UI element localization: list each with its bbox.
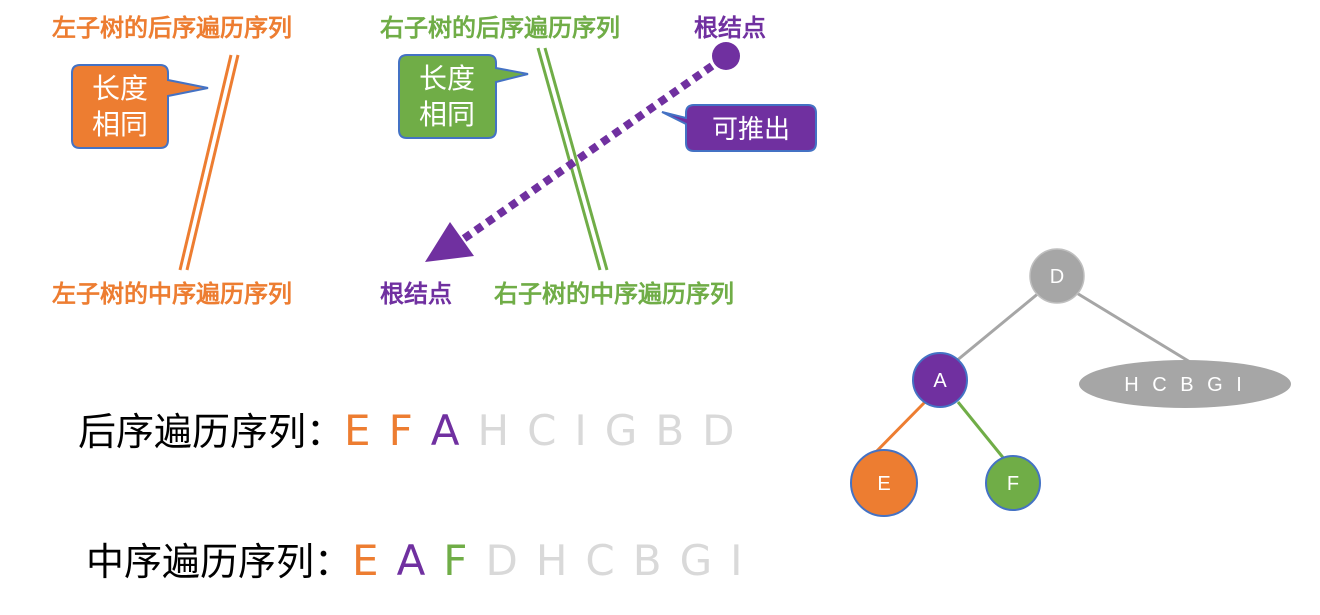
root-node-top-label: 根结点 bbox=[694, 14, 766, 42]
arrow-head bbox=[425, 222, 474, 262]
post-item-f: F bbox=[388, 406, 415, 455]
purple-callout bbox=[661, 104, 817, 152]
node-right-subtree-label: H C B G I bbox=[1124, 374, 1246, 396]
tree-node-d bbox=[1029, 248, 1085, 304]
node-d-label: D bbox=[1050, 266, 1064, 288]
in-item-h: H bbox=[535, 536, 570, 585]
edge-a-f bbox=[956, 401, 1007, 461]
node-e-label: E bbox=[877, 473, 890, 495]
post-item-h: H bbox=[477, 406, 512, 455]
tree-node-f bbox=[985, 455, 1041, 511]
postorder-label: 后序遍历序列： bbox=[78, 410, 345, 454]
purple-dotted-arrow bbox=[425, 42, 740, 262]
in-item-g: G bbox=[679, 536, 715, 585]
root-node-bottom-label: 根结点 bbox=[380, 280, 452, 308]
post-item-e: E bbox=[344, 406, 373, 455]
orange-callout bbox=[71, 64, 209, 149]
left-subtree-inorder-label: 左子树的中序遍历序列 bbox=[52, 280, 292, 308]
right-subtree-inorder-label: 右子树的中序遍历序列 bbox=[494, 280, 734, 308]
root-dot bbox=[712, 42, 740, 70]
left-subtree-postorder-label: 左子树的后序遍历序列 bbox=[52, 14, 292, 42]
arrow-shaft bbox=[459, 62, 715, 244]
tree-node-e bbox=[850, 449, 918, 517]
in-item-b: B bbox=[632, 536, 664, 585]
green-callout bbox=[398, 54, 529, 139]
green-callout-line1: 长度 bbox=[419, 62, 475, 95]
edge-d-a bbox=[954, 290, 1041, 364]
post-item-a: A bbox=[430, 406, 462, 455]
in-item-e: E bbox=[352, 536, 381, 585]
right-subtree-postorder-label: 右子树的后序遍历序列 bbox=[380, 14, 620, 42]
tree-node-right-subtree bbox=[1079, 360, 1291, 408]
green-double-line bbox=[536, 47, 609, 271]
node-a-label: A bbox=[933, 370, 947, 392]
post-item-i: I bbox=[574, 406, 589, 455]
inorder-label: 中序遍历序列： bbox=[86, 540, 353, 584]
green-callout-line2: 相同 bbox=[419, 98, 475, 131]
orange-callout-line1: 长度 bbox=[92, 72, 148, 105]
post-item-d: D bbox=[702, 406, 737, 455]
in-item-f: F bbox=[443, 536, 470, 585]
post-item-b: B bbox=[655, 406, 687, 455]
edge-d-right bbox=[1074, 290, 1191, 364]
post-item-c: C bbox=[527, 406, 559, 455]
purple-callout-text: 可推出 bbox=[712, 115, 790, 145]
in-item-c: C bbox=[585, 536, 617, 585]
orange-callout-line2: 相同 bbox=[92, 108, 148, 141]
node-f-label: F bbox=[1007, 473, 1019, 495]
post-item-g: G bbox=[604, 406, 640, 455]
in-item-d: D bbox=[485, 536, 520, 585]
in-item-i: I bbox=[730, 536, 745, 585]
orange-double-line bbox=[178, 54, 240, 271]
tree-node-a bbox=[912, 352, 968, 408]
in-item-a: A bbox=[396, 536, 428, 585]
